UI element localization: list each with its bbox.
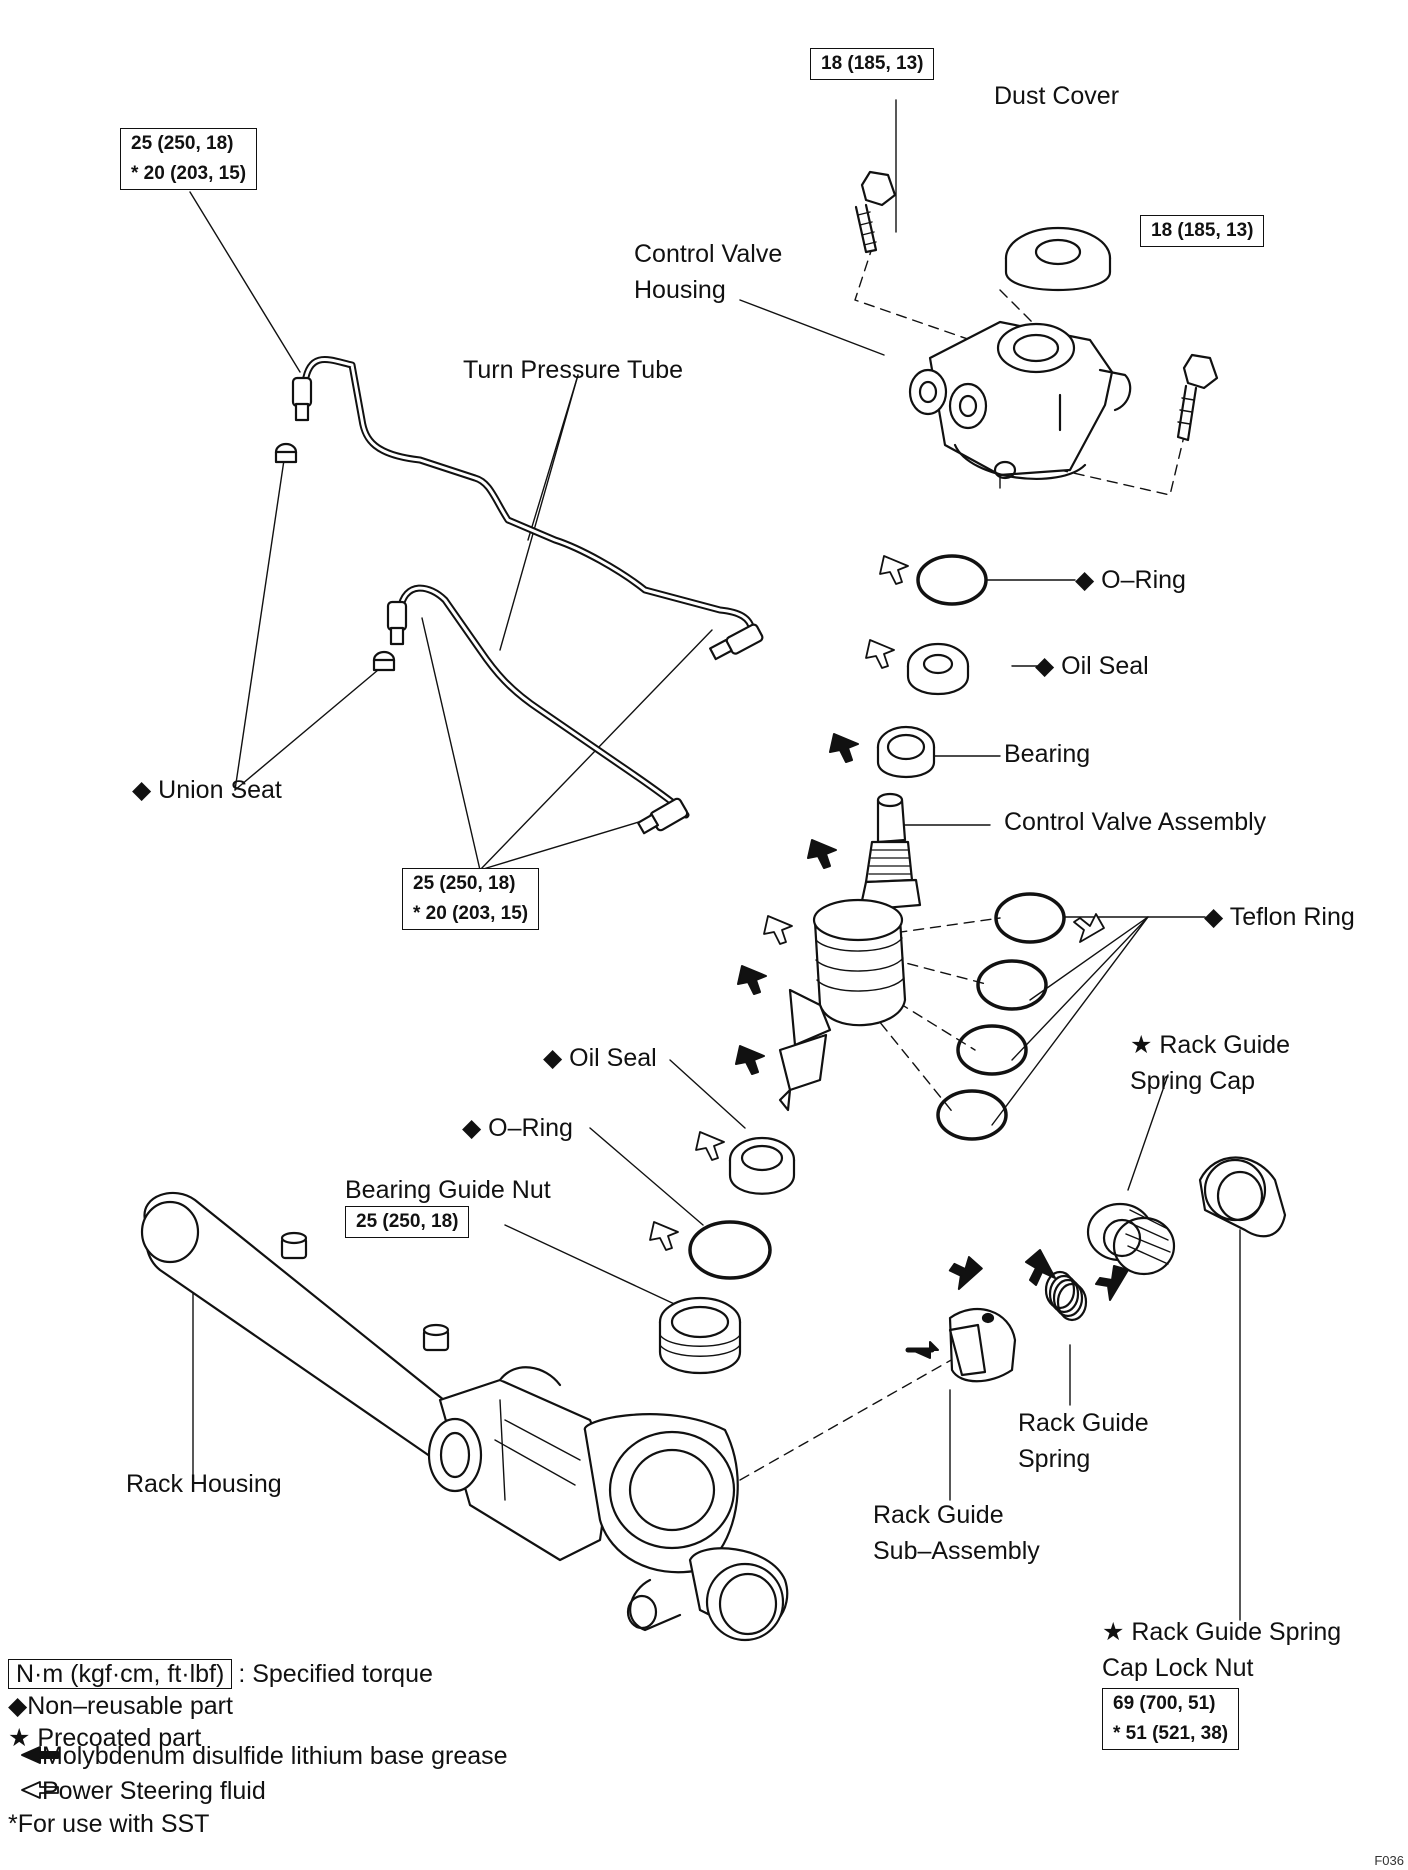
legend-torque: N·m (kgf·cm, ft·lbf): Specified torque [8, 1658, 433, 1690]
turn-pressure-tube-upper [291, 356, 764, 661]
label-oil-seal-lower: ◆ Oil Seal [543, 1044, 657, 1072]
rack-guide-sub-assembly [948, 1308, 1017, 1383]
label-line: Control Valve [634, 240, 783, 268]
o-ring-top [916, 554, 988, 606]
label-lock-nut: ★ Rack Guide Spring Cap Lock Nut [1102, 1614, 1341, 1686]
legend-fluid: Power Steering fluid [8, 1775, 266, 1807]
label-bearing: Bearing [1004, 740, 1091, 768]
label-bearing-guide-nut: Bearing Guide Nut [345, 1176, 551, 1204]
torque-box-bolt-top: 18 (185, 13) [810, 48, 935, 80]
label-line: ★ Rack Guide [1130, 1031, 1290, 1059]
rack-guide-spring-cap [1086, 1202, 1176, 1276]
label-line: Spring Cap [1130, 1067, 1256, 1095]
bolt-right [1176, 353, 1219, 442]
turn-pressure-tube-lower [386, 584, 690, 835]
o-ring-lower [688, 1220, 772, 1280]
torque-value-sst: * 20 (203, 15) [413, 903, 529, 924]
torque-value: 25 (250, 18) [356, 1211, 459, 1232]
label-rack-guide-spring: Rack Guide Spring [1018, 1405, 1149, 1477]
label-dust-cover: Dust Cover [994, 82, 1120, 110]
oil-seal-top [906, 642, 970, 695]
label-o-ring-lower: ◆ O–Ring [462, 1114, 573, 1142]
torque-box-bearing-guide-nut: 25 (250, 18) [345, 1206, 470, 1238]
legend-fluid-text: Power Steering fluid [42, 1777, 266, 1805]
label-union-seat: ◆ Union Seat [132, 776, 282, 804]
rack-housing [140, 1191, 789, 1642]
torque-box-tube-upper: 25 (250, 18) * 20 (203, 15) [120, 128, 258, 190]
label-rack-housing: Rack Housing [126, 1470, 282, 1498]
label-line: Spring [1018, 1445, 1091, 1473]
legend-precoated: ★ Precoated part [8, 1724, 202, 1752]
figure-code: F036 [1374, 1853, 1404, 1868]
torque-value: 18 (185, 13) [1151, 220, 1254, 241]
torque-box-lock-nut: 69 (700, 51) * 51 (521, 38) [1102, 1688, 1240, 1750]
torque-box-bolt-right: 18 (185, 13) [1140, 215, 1265, 247]
legend-grease: Molybdenum disulfide lithium base grease [8, 1740, 508, 1772]
label-line: Rack Guide [873, 1501, 1004, 1529]
control-valve-assembly [778, 792, 922, 1112]
teflon-rings [936, 892, 1066, 1141]
grease-arrows [21, 733, 1129, 1764]
rack-guide-spring-cap-lock-nut [1198, 1156, 1287, 1238]
legend-non-reusable: ◆Non–reusable part [8, 1692, 233, 1720]
torque-value: 18 (185, 13) [821, 53, 924, 74]
bearing-guide-nut [658, 1296, 742, 1375]
label-o-ring-top: ◆ O–Ring [1075, 566, 1186, 594]
union-seats [274, 442, 396, 672]
rack-guide-spring [1044, 1270, 1088, 1322]
legend-grease-text: Molybdenum disulfide lithium base grease [42, 1742, 508, 1770]
fluid-arrows [21, 555, 1105, 1799]
torque-value: 25 (250, 18) [131, 133, 234, 154]
label-control-valve-housing: Control Valve Housing [634, 236, 782, 308]
label-rack-guide-sub-assembly: Rack Guide Sub–Assembly [873, 1497, 1040, 1569]
torque-value-sst: * 51 (521, 38) [1113, 1723, 1229, 1744]
torque-value: 25 (250, 18) [413, 873, 516, 894]
torque-value-sst: * 20 (203, 15) [131, 163, 247, 184]
label-line: Sub–Assembly [873, 1537, 1040, 1565]
control-valve-housing [908, 320, 1132, 480]
legend-sst: *For use with SST [8, 1810, 210, 1838]
torque-value: 69 (700, 51) [1113, 1693, 1216, 1714]
label-teflon-ring: ◆ Teflon Ring [1204, 903, 1355, 931]
torque-box-tube-lower: 25 (250, 18) * 20 (203, 15) [402, 868, 540, 930]
oil-seal-lower [728, 1136, 796, 1195]
label-line: Housing [634, 276, 726, 304]
label-oil-seal-top: ◆ Oil Seal [1035, 652, 1149, 680]
bolt-top [854, 170, 897, 254]
label-turn-pressure-tube: Turn Pressure Tube [463, 356, 684, 384]
label-line: ★ Rack Guide Spring [1102, 1618, 1342, 1646]
bearing [876, 725, 936, 779]
label-control-valve-assembly: Control Valve Assembly [1004, 808, 1267, 836]
legend-torque-unit: N·m (kgf·cm, ft·lbf) [8, 1659, 233, 1689]
label-line: Cap Lock Nut [1102, 1654, 1254, 1682]
label-line: Rack Guide [1018, 1409, 1149, 1437]
legend-torque-desc: : Specified torque [238, 1660, 433, 1688]
dust-cover [1004, 226, 1112, 291]
label-rack-guide-spring-cap: ★ Rack Guide Spring Cap [1130, 1027, 1290, 1099]
